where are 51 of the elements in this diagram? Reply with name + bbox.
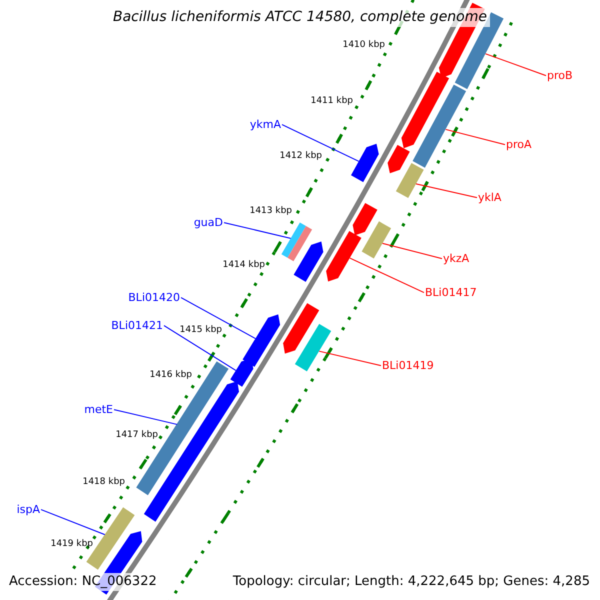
gene-block (242, 314, 280, 367)
gene-block (326, 231, 362, 282)
scale-label: 1413 kbp (250, 206, 292, 217)
leader-line (164, 325, 236, 371)
gene-bar (136, 361, 229, 496)
leader-line (114, 409, 178, 425)
gene-label: ispA (16, 503, 40, 516)
scale-label: 1410 kbp (342, 40, 385, 51)
scale-label: 1411 kbp (310, 96, 353, 107)
gene-label: BLi01420 (128, 291, 180, 304)
gene-bar (294, 324, 332, 372)
leader-line (349, 258, 424, 294)
leader-line (40, 509, 106, 536)
gene-label: guaD (194, 216, 223, 230)
scale-label: 1415 kbp (180, 325, 222, 336)
gene-label: BLi01419 (382, 359, 434, 372)
leader-line (224, 222, 292, 239)
gene-label: metE (84, 403, 113, 416)
leader-line (282, 124, 360, 162)
scale-label: 1419 kbp (50, 539, 93, 550)
gene-label: ykzA (443, 252, 470, 266)
scale-label: 1414 kbp (222, 260, 265, 271)
gene-bar (281, 222, 312, 262)
leader-line (180, 297, 256, 340)
gene-block (144, 381, 239, 522)
gene-block (352, 203, 378, 236)
scale-label: 1412 kbp (280, 151, 322, 162)
leader-line (485, 53, 546, 76)
gene-label: proA (506, 138, 532, 152)
gene-bar (396, 163, 424, 198)
title: Bacillus licheniformis ATCC 14580, complete genome (110, 8, 490, 27)
gene-label: BLi01421 (111, 319, 163, 332)
gene-bar (362, 221, 392, 258)
gene-label: BLi01417 (425, 286, 477, 300)
gene-block (294, 242, 324, 282)
scale-label: 1418 kbp (82, 477, 125, 488)
gene-block (388, 144, 410, 174)
gene-label: yklA (478, 191, 502, 204)
leader-line (416, 183, 478, 198)
scale-label: 1416 kbp (150, 370, 192, 381)
genome-stats-text: Topology: circular; Length: 4,222,645 bp; Genes: 4,285 (230, 573, 592, 591)
scale-label: 1417 kbp (116, 430, 158, 441)
gene-block (401, 72, 450, 148)
gene-block (283, 303, 320, 354)
leader-line (445, 128, 506, 146)
leader-line (382, 242, 442, 260)
gene-bar (412, 84, 466, 168)
gene-label: ykmA (250, 118, 281, 132)
gene-block (351, 144, 379, 182)
gene-label: proB (547, 69, 573, 82)
leader-line (318, 350, 382, 366)
